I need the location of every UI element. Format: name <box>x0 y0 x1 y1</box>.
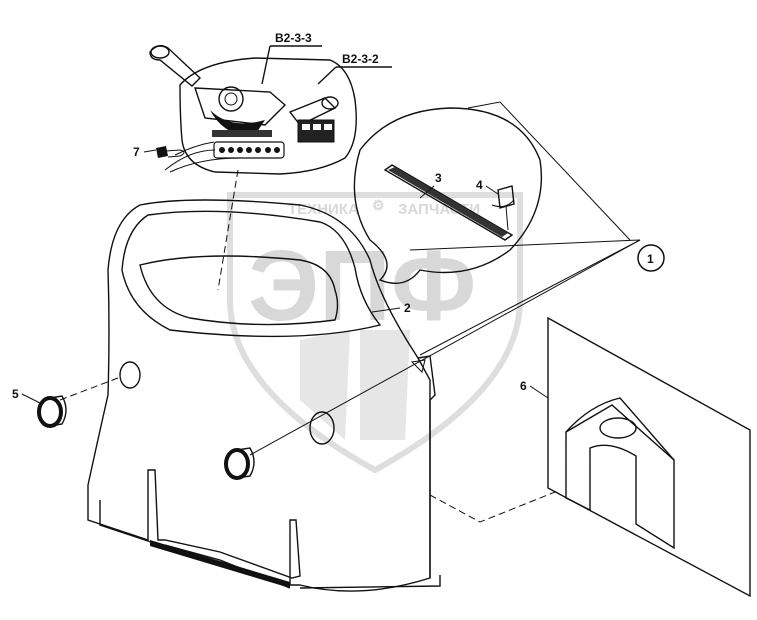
detail-bubble <box>353 107 543 284</box>
label-5: 5 <box>12 387 19 401</box>
screw-item-7 <box>156 146 185 158</box>
plug-item-5 <box>37 395 67 428</box>
watermark-logo: ТЕХНИКА ЗАПЧАСТИ ⚙ ЭПФ <box>227 192 523 474</box>
bracket-plate-item-6 <box>429 316 751 598</box>
label-2: 2 <box>404 301 411 315</box>
label-1: 1 <box>647 252 654 266</box>
watermark-text-left: ТЕХНИКА <box>288 201 359 218</box>
gear-icon: ⚙ <box>372 197 385 213</box>
watermark-main-text: ЭПФ <box>248 230 476 342</box>
console-housing <box>59 199 441 592</box>
label-b2-3-3: B2-3-3 <box>275 31 312 45</box>
leader-lines <box>249 101 641 456</box>
callouts: B2-3-3 B2-3-2 7 3 4 1 2 5 6 <box>12 31 665 405</box>
label-b2-3-2: B2-3-2 <box>342 52 379 66</box>
label-3: 3 <box>435 171 442 185</box>
plug-grommet <box>224 447 255 480</box>
control-panel-assembly <box>149 45 357 291</box>
callout-circle-1 <box>637 244 665 272</box>
label-4: 4 <box>476 178 483 192</box>
label-7: 7 <box>133 145 140 159</box>
label-6: 6 <box>520 379 527 393</box>
